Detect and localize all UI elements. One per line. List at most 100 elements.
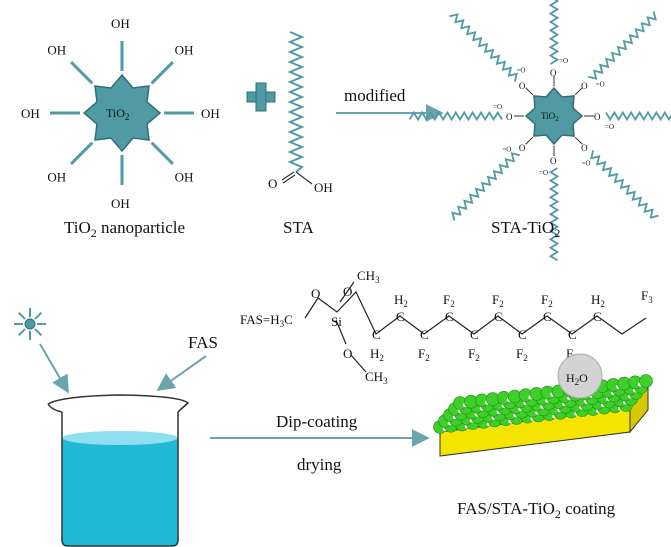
oh-label: OH [47, 42, 66, 57]
fas-h2-group: H2 [591, 292, 605, 309]
sta-carbonyl-o: O [268, 176, 277, 191]
beaker [47, 394, 190, 547]
fas-label: FAS [188, 333, 218, 352]
fas-carbon: C [445, 309, 454, 324]
fas-carbon: C [543, 309, 552, 324]
stearate-chain [451, 152, 520, 221]
stearate-chain [605, 110, 671, 122]
sta-tio2-particle: O=OO=OO=OO=OO=OO=OO=OO=O TiO2 STA-TiO2 [408, 0, 671, 262]
fas-carbon: C [470, 327, 479, 342]
carbonyl-label: =O [605, 123, 614, 131]
fas-o-left: O [311, 286, 320, 301]
oh-label: OH [47, 170, 66, 185]
fas-backbone [304, 290, 647, 335]
fas-carbon: C [494, 309, 503, 324]
oh-label: OH [175, 170, 194, 185]
ester-o-label: O [519, 143, 526, 153]
ester-o-label: O [581, 81, 588, 91]
sta-molecule: O OH STA [268, 31, 333, 237]
fas-f2-group: F2 [492, 292, 504, 309]
carbonyl-label: =O [516, 66, 525, 74]
tio2-core-star [82, 73, 162, 153]
stearate-chain [449, 13, 518, 82]
carbonyl-bond [281, 171, 295, 181]
stearate-chain [590, 150, 659, 219]
ester-o-label: O [581, 143, 588, 153]
dip-coating-arrow: Dip-coating drying [210, 412, 430, 474]
ester-o-label: O [506, 112, 513, 122]
sta-tio2-core-star [524, 86, 584, 146]
fas-carbon: C [568, 327, 577, 342]
ester-o-label: O [519, 81, 526, 91]
carbonyl-label: =O [596, 80, 605, 88]
sta-hydroxyl: OH [314, 180, 333, 195]
fas-f2-group: F2 [516, 346, 528, 363]
fas-h2-group: H2 [394, 292, 408, 309]
liquid-surface [62, 431, 178, 445]
sta-caption: STA [283, 218, 314, 237]
fas-carbon: C [372, 327, 381, 342]
oh-label: OH [111, 16, 130, 31]
carbonyl-label: =O [582, 160, 591, 168]
fas-prefix: FAS=H3C [240, 312, 293, 329]
stearate-chain [548, 167, 560, 262]
fas-si: Si [331, 314, 342, 329]
fas-structure: FAS=H3C O O CH3 Si O CH3 CH2CF2CF2CF2CH2… [240, 268, 653, 386]
fas-ch3-bottom: CH3 [365, 369, 388, 386]
ester-o-label: O [550, 68, 557, 78]
carbonyl-label: =O [493, 103, 502, 111]
coating-particles [433, 374, 653, 434]
small-particle-icon [14, 308, 46, 340]
tio2-core-label: TiO2 [106, 106, 129, 122]
beaker-rim [47, 394, 190, 413]
fas-carbon: C [518, 327, 527, 342]
hydroxyl-bond [295, 171, 313, 185]
ester-o-label: O [594, 112, 601, 122]
particle-feed-arrow [39, 343, 69, 394]
fas-f2-group: F2 [468, 346, 480, 363]
beaker-glass [61, 412, 179, 547]
hydroxyl-ray [150, 141, 174, 165]
ester-o-label: O [550, 156, 557, 166]
carbonyl-label: =O [502, 146, 511, 154]
hydroxyl-ray [150, 61, 174, 85]
fas-o-bottom: O [343, 346, 352, 361]
fas-carbon: C [396, 309, 405, 324]
fas-carbon: C [420, 327, 429, 342]
stearate-arms: O=OO=OO=OO=OO=OO=OO=OO=O [408, 0, 671, 262]
fas-f2-group: F2 [418, 346, 430, 363]
sta-tio2-caption: STA-TiO2 [491, 218, 560, 240]
coated-substrate: H2O FAS/STA-TiO2 coating [433, 353, 653, 521]
hydroxyl-rays [50, 41, 194, 185]
sta-alkyl-chain [287, 31, 305, 173]
stearate-chain [588, 11, 657, 80]
fas-carbon: C [593, 309, 602, 324]
fas-ch3-top: CH3 [357, 268, 380, 285]
hydroxyl-ray [70, 141, 94, 165]
fas-cf3-group: F3 [641, 288, 653, 305]
fas-f2-group: F2 [541, 292, 553, 309]
sta-tio2-core-label: TiO2 [541, 111, 559, 123]
carbonyl-label: =O [559, 57, 568, 65]
modified-label: modified [344, 86, 406, 105]
plus-icon [246, 82, 276, 112]
dip-coating-label: Dip-coating [276, 412, 358, 431]
fas-f2-group: F2 [443, 292, 455, 309]
water-droplet [557, 353, 603, 399]
coating-particle [639, 374, 653, 388]
oh-label: OH [21, 106, 40, 121]
oh-label: OH [201, 106, 220, 121]
fas-feed-arrow [156, 355, 207, 392]
water-label: H2O [566, 371, 588, 387]
fas-h2-group: H2 [370, 346, 384, 363]
coating-caption: FAS/STA-TiO2 coating [457, 499, 616, 521]
hydroxyl-labels: OH OH OH OH OH OH OH OH [21, 16, 220, 211]
hydroxyl-ray [70, 61, 94, 85]
oh-label: OH [111, 196, 130, 211]
stearate-chain [408, 110, 503, 122]
stearate-chain [548, 0, 560, 65]
modified-arrow: modified [336, 86, 444, 122]
oh-label: OH [175, 42, 194, 57]
